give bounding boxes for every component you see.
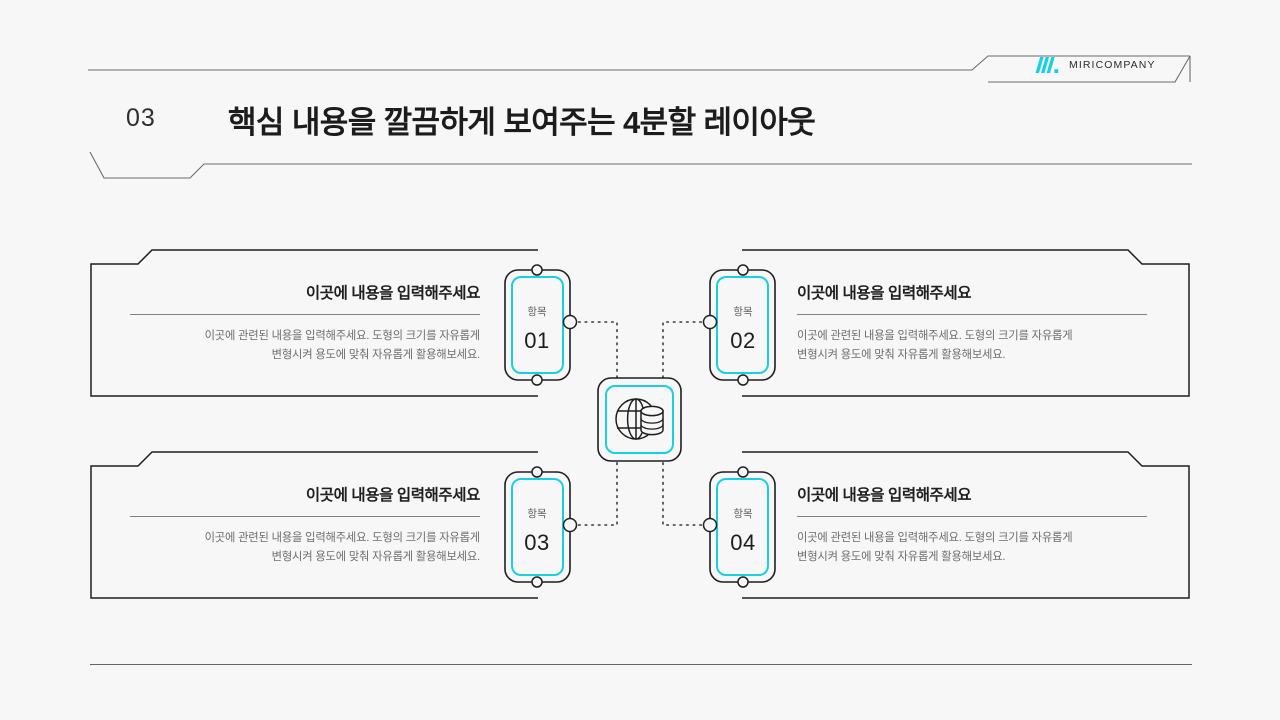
card-outline-03 <box>90 451 538 599</box>
badge-node-side-01 <box>562 314 578 330</box>
badge-03[interactable]: 항목 03 <box>504 466 578 588</box>
card-body-line1-01: 이곳에 관련된 내용을 입력해주세요. 도형의 크기를 자유롭게 <box>204 330 481 342</box>
card-divider-04 <box>797 516 1147 517</box>
badge-02[interactable]: 항목 02 <box>702 264 776 386</box>
badge-node-top-02 <box>737 264 749 276</box>
card-body-line2-03: 변형시켜 용도에 맞춰 자유롭게 활용해보세요. <box>271 551 481 564</box>
badge-label-04: 항목 <box>733 508 753 520</box>
center-hub[interactable] <box>597 377 682 462</box>
badge-01[interactable]: 항목 01 <box>504 264 578 386</box>
badge-node-side-02 <box>702 314 718 330</box>
badge-node-bottom-02 <box>737 374 749 386</box>
card-title-04: 이곳에 내용을 입력해주세요 <box>797 487 972 504</box>
card-divider-03 <box>130 516 480 517</box>
card-title-03: 이곳에 내용을 입력해주세요 <box>305 487 481 504</box>
badge-label-03: 항목 <box>527 508 547 520</box>
badge-number-03: 03 <box>524 530 549 555</box>
card-body-line1-03: 이곳에 관련된 내용을 입력해주세요. 도형의 크기를 자유롭게 <box>204 532 481 544</box>
badge-label-02: 항목 <box>733 306 753 318</box>
badge-label-01: 항목 <box>527 306 547 318</box>
card-body-line1-02: 이곳에 관련된 내용을 입력해주세요. 도형의 크기를 자유롭게 <box>797 330 1073 342</box>
badge-node-side-04 <box>702 517 718 533</box>
connector-02 <box>662 321 709 381</box>
database-cylinder-icon <box>640 405 664 436</box>
badge-node-bottom-01 <box>531 374 543 386</box>
connector-03 <box>571 456 618 526</box>
card-outline-01 <box>90 249 538 397</box>
card-body-line1-04: 이곳에 관련된 내용을 입력해주세요. 도형의 크기를 자유롭게 <box>797 532 1073 544</box>
footer-divider <box>90 664 1192 665</box>
card-content-04: 이곳에 내용을 입력해주세요 이곳에 관련된 내용을 입력해주세요. 도형의 크… <box>797 483 1147 568</box>
brand-name: MIRICOMPANY <box>1069 59 1156 71</box>
card-body-line2-02: 변형시켜 용도에 맞춰 자유롭게 활용해보세요. <box>797 349 1006 362</box>
connector-01 <box>571 321 618 381</box>
badge-number-04: 04 <box>730 530 755 555</box>
brand: MIRICOMPANY <box>1034 56 1156 74</box>
badge-number-01: 01 <box>524 328 549 353</box>
badge-node-top-01 <box>531 264 543 276</box>
badge-node-bottom-04 <box>737 576 749 588</box>
badge-number-02: 02 <box>730 328 755 353</box>
connector-04 <box>662 456 709 526</box>
badge-node-bottom-03 <box>531 576 543 588</box>
card-divider-02 <box>797 314 1147 315</box>
card-outline-02 <box>742 249 1190 397</box>
card-divider-01 <box>130 314 480 315</box>
badge-node-side-03 <box>562 517 578 533</box>
section-number: 03 <box>126 104 156 132</box>
card-title-01: 이곳에 내용을 입력해주세요 <box>305 285 481 302</box>
card-content-02: 이곳에 내용을 입력해주세요 이곳에 관련된 내용을 입력해주세요. 도형의 크… <box>797 281 1147 366</box>
card-outline-04 <box>742 451 1190 599</box>
card-content-03: 이곳에 내용을 입력해주세요 이곳에 관련된 내용을 입력해주세요. 도형의 크… <box>130 483 480 568</box>
card-body-line2-01: 변형시켜 용도에 맞춰 자유롭게 활용해보세요. <box>271 349 481 362</box>
card-body-line2-04: 변형시켜 용도에 맞춰 자유롭게 활용해보세요. <box>797 551 1006 564</box>
card-title-02: 이곳에 내용을 입력해주세요 <box>797 285 972 302</box>
card-content-01: 이곳에 내용을 입력해주세요 이곳에 관련된 내용을 입력해주세요. 도형의 크… <box>130 281 480 366</box>
miri-logo-mark <box>1035 57 1059 73</box>
badge-node-top-04 <box>737 466 749 478</box>
badge-04[interactable]: 항목 04 <box>702 466 776 588</box>
badge-node-top-03 <box>531 466 543 478</box>
page-title: 핵심 내용을 깔끔하게 보여주는 4분할 레이아웃 <box>228 105 816 140</box>
